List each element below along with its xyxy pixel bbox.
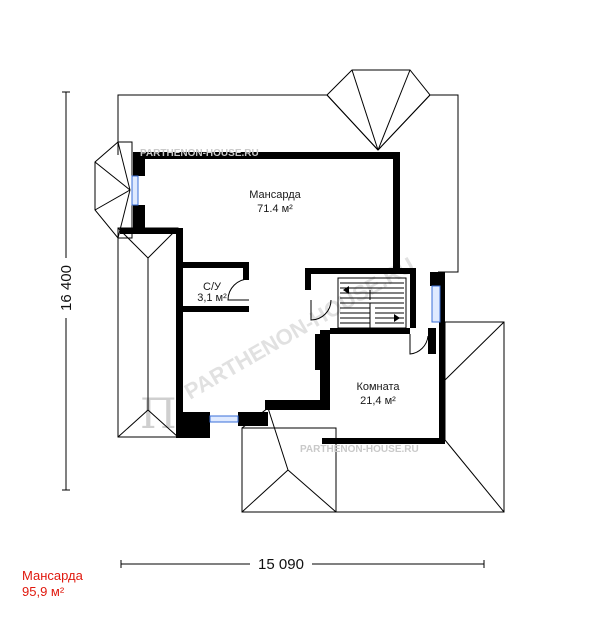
dimension-height-label: 16 400: [58, 265, 75, 311]
window-bottom: [209, 415, 239, 423]
stairs-box: [337, 277, 407, 329]
watermark-small-top: PARTHENON-HOUSE.RU: [140, 148, 259, 159]
wall-stair-left: [305, 268, 311, 290]
windows: [131, 175, 441, 423]
roof-left-bay: [94, 141, 133, 239]
wall-left-mid: [133, 205, 145, 228]
roof-outlines: [94, 69, 505, 513]
door-komnata: [409, 334, 429, 355]
floor-caption-title: Мансарда: [22, 568, 83, 583]
room-area-komnata: 21,4 м²: [360, 395, 396, 407]
wall-stair-right: [410, 268, 416, 328]
room-label-su: С/У: [203, 281, 222, 293]
staircase: [340, 282, 404, 328]
wall-left-cap: [120, 228, 183, 234]
door-stair: [310, 299, 332, 321]
room-area-su: 3,1 м²: [197, 292, 227, 304]
floor-caption: Мансарда 95,9 м²: [22, 568, 83, 600]
wall-komnata-right-top: [430, 272, 445, 286]
wall-komnata-door-post: [428, 328, 436, 354]
room-label-mansarda: Мансарда: [249, 189, 301, 201]
watermark-small-bottom: PARTHENON-HOUSE.RU: [300, 444, 419, 455]
wall-stair-top: [305, 268, 415, 274]
roof-main-right: [430, 94, 459, 273]
walls: [120, 152, 445, 444]
interior-lines: [337, 277, 407, 329]
room-label-komnata: Комната: [356, 381, 400, 393]
wall-bath-top: [183, 262, 247, 268]
wall-bottom-step: [265, 400, 328, 410]
dimension-width-label: 15 090: [258, 556, 304, 573]
wall-left-upper: [133, 152, 145, 176]
window-right: [431, 285, 441, 323]
wall-bottom-left: [176, 412, 210, 438]
dimension-horizontal: [120, 560, 485, 568]
dimension-vertical: [62, 91, 70, 491]
room-area-mansarda: 71.4 м²: [257, 203, 293, 215]
wall-komnata-left-ext: [315, 334, 329, 370]
stair-arrows: [343, 286, 400, 322]
wall-komnata-bottom: [322, 438, 445, 444]
wall-right-top: [393, 152, 400, 272]
wall-left: [176, 228, 183, 438]
wall-bath-bottom: [183, 306, 249, 312]
doors: [227, 278, 429, 355]
wall-stair-bottom: [330, 328, 410, 334]
window-left-bay: [131, 175, 139, 206]
door-bathroom: [227, 278, 250, 301]
wall-komnata-right: [439, 272, 445, 444]
roof-main-outline: [117, 94, 327, 155]
wall-bottom-mid: [238, 412, 268, 426]
roof-top-hip: [326, 69, 431, 151]
wall-top: [133, 152, 400, 159]
floor-caption-area: 95,9 м²: [22, 584, 65, 599]
wall-bath-right: [243, 262, 249, 280]
